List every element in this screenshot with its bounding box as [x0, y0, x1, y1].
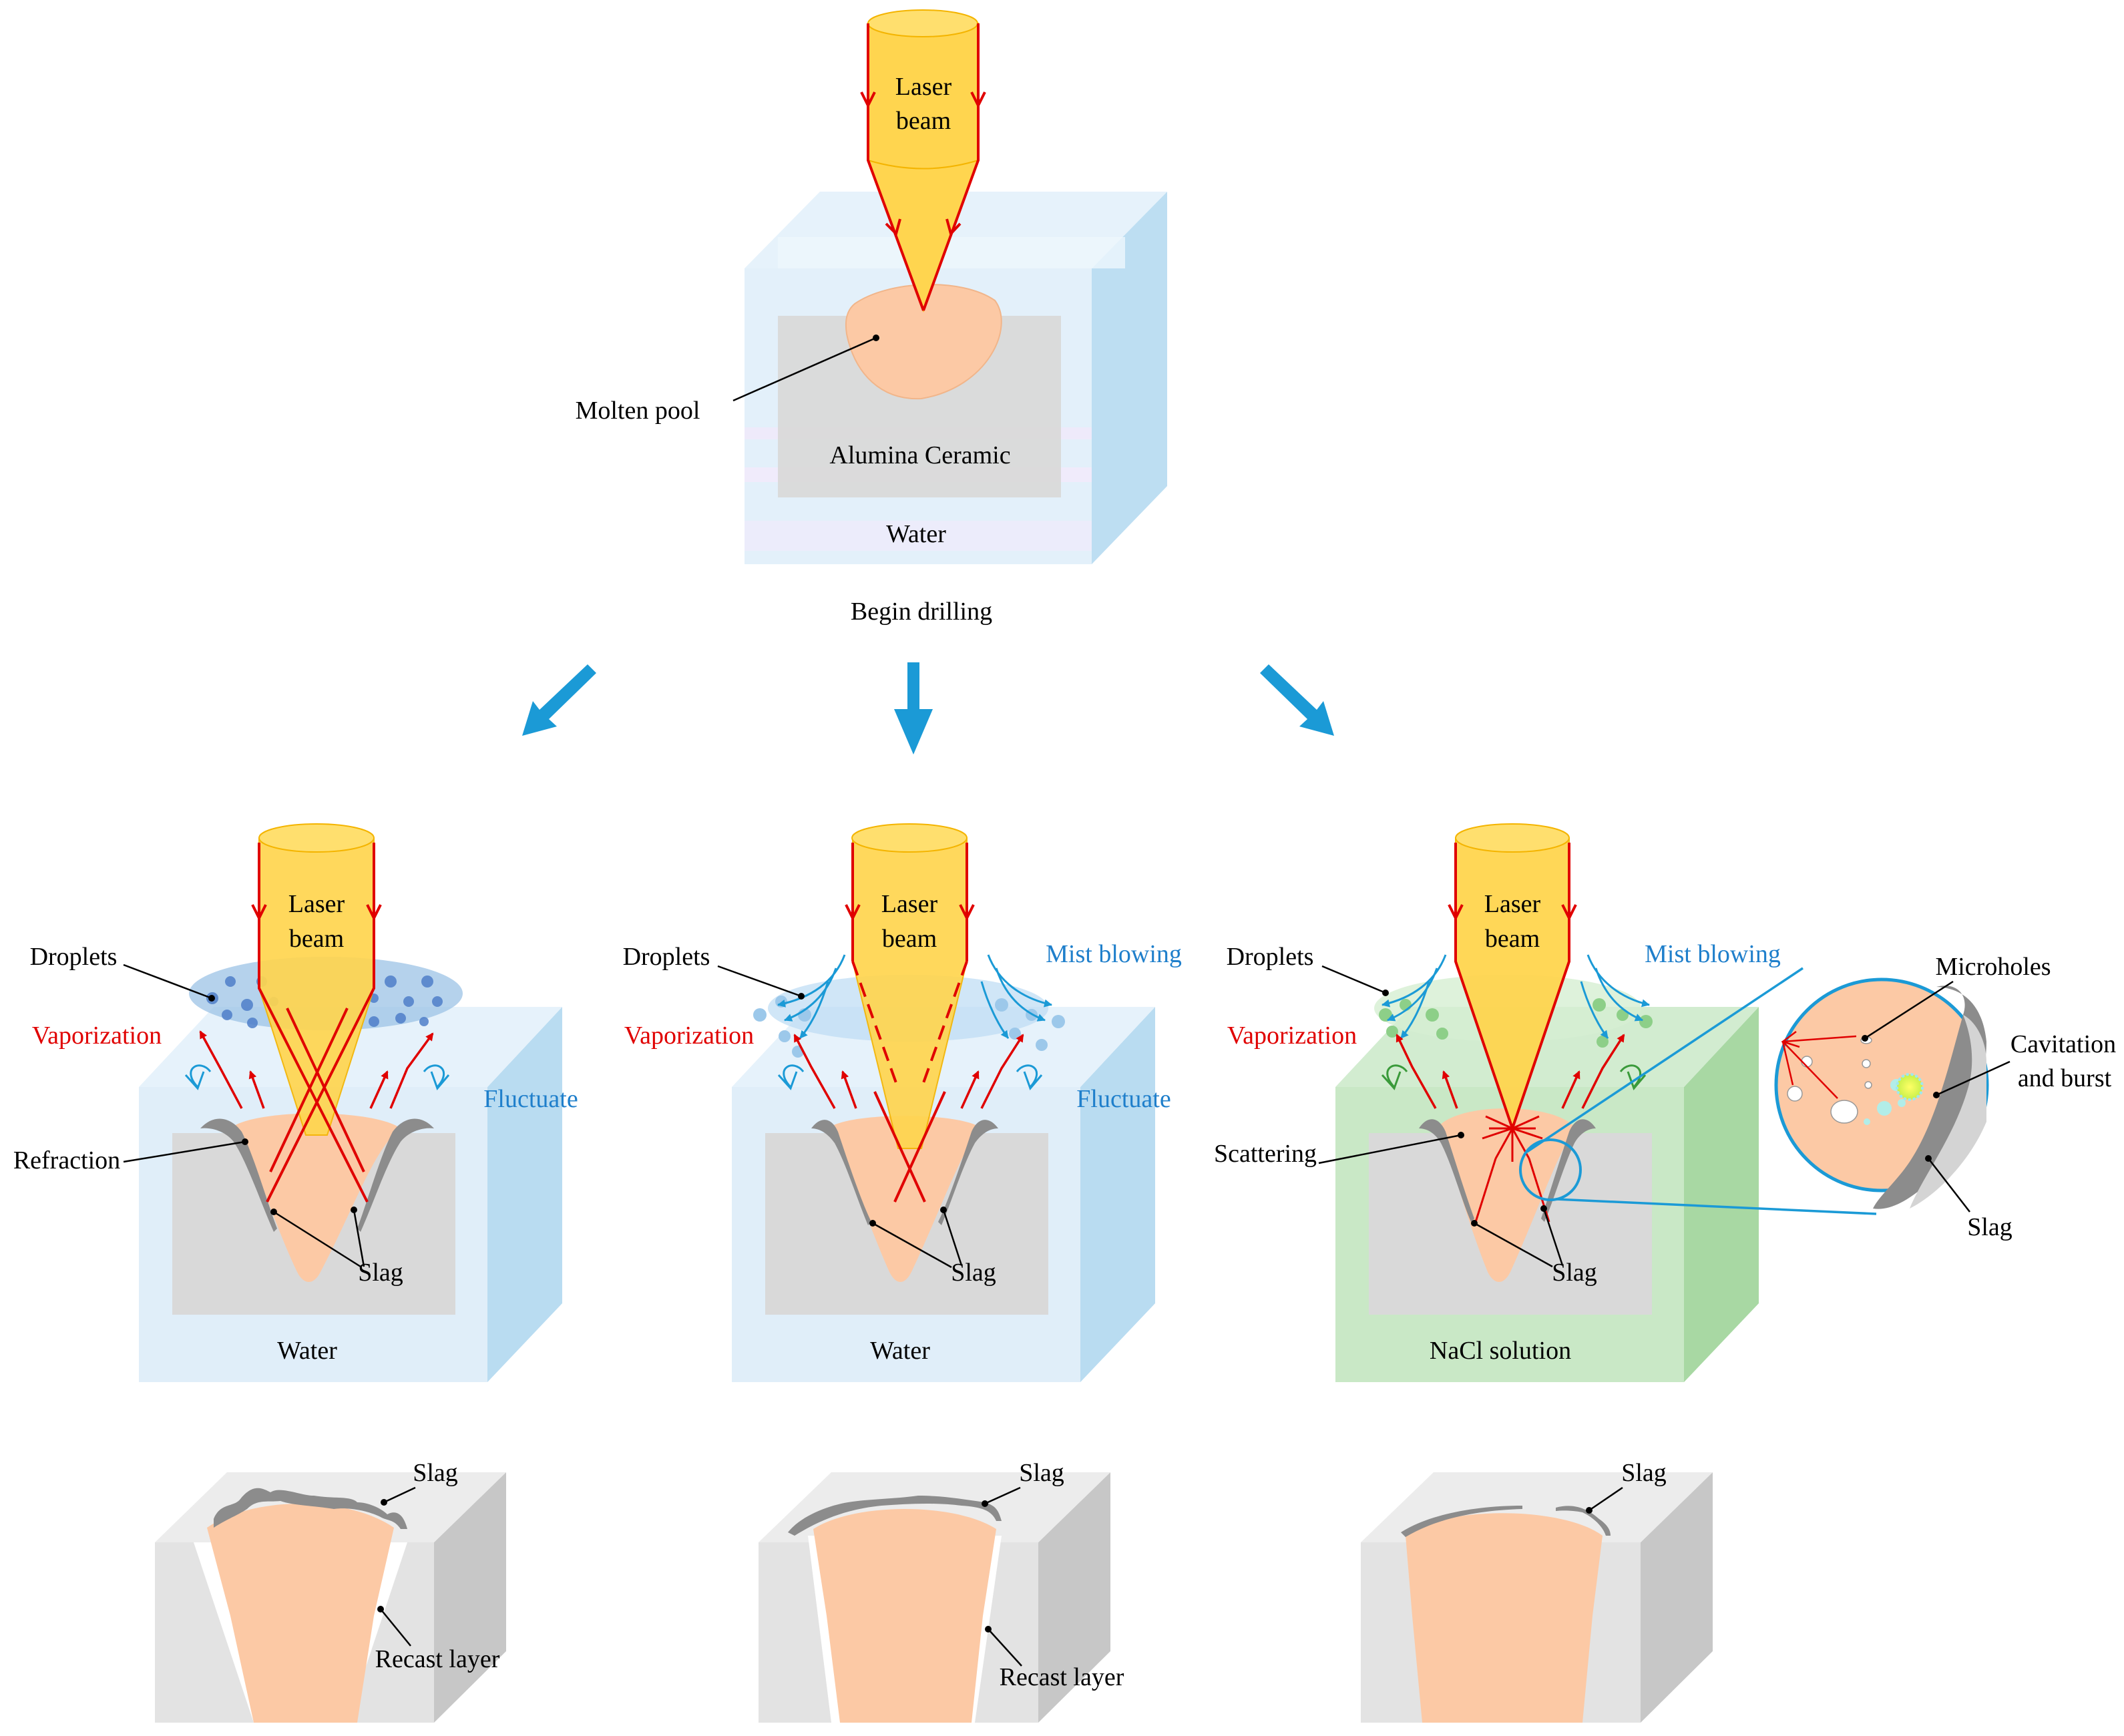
- panel-c-droplets-label: Droplets: [1227, 943, 1314, 971]
- panel-c-scattering-rays: [1474, 1115, 1550, 1223]
- section-a-molten: [207, 1504, 394, 1723]
- panel-a-slag-label: Slag: [358, 1259, 403, 1287]
- arrow-to-panel-b: [894, 662, 933, 754]
- panel-a-refraction-label: Refraction: [13, 1146, 120, 1174]
- panel-a-fluctuate-label: Fluctuate: [483, 1085, 578, 1113]
- panel-c-mist-label: Mist blowing: [1645, 940, 1781, 968]
- arrow-to-panel-a: [522, 664, 596, 736]
- panel-b-fluctuate-label: Fluctuate: [1076, 1085, 1171, 1113]
- cavitation-burst-icon: [1896, 1073, 1924, 1101]
- panel-b-laser-label-2: beam: [882, 925, 937, 953]
- zoom-microholes-label: Microholes: [1935, 953, 2051, 981]
- top-molten-pool-label: Molten pool: [576, 397, 700, 425]
- top-caption: Begin drilling: [851, 598, 992, 626]
- top-laser-ray-left: [867, 23, 925, 311]
- panel-a-slag-right: [357, 1118, 434, 1232]
- panel-a-slag-left: [200, 1118, 277, 1232]
- panel-b-slag-right: [938, 1120, 998, 1225]
- section-c-slag-label: Slag: [1621, 1459, 1667, 1487]
- section-c: Slag: [1361, 1459, 1713, 1723]
- section-b-recast-label: Recast layer: [1000, 1663, 1124, 1691]
- panel-c-slag-left: [1419, 1119, 1474, 1222]
- panel-c-medium-label: NaCl solution: [1430, 1337, 1571, 1365]
- panel-c: Laser beam: [1214, 823, 2116, 1382]
- panel-b-mist-label: Mist blowing: [1046, 940, 1182, 968]
- arrow-to-panel-c: [1260, 664, 1334, 736]
- top-laser-label-line1: Laser: [895, 73, 952, 101]
- panel-c-zoom-detail: [1774, 978, 1989, 1209]
- panel-a-laser-label-2: beam: [289, 925, 344, 953]
- section-a-slag-label: Slag: [413, 1459, 458, 1487]
- panel-c-slag-label: Slag: [1552, 1259, 1597, 1287]
- panel-b-vaporization-label: Vaporization: [624, 1022, 754, 1050]
- panel-c-molten-hole: [1437, 1108, 1576, 1282]
- panel-c-laser-label-2: beam: [1485, 925, 1540, 953]
- panel-b-laser-label-1: Laser: [881, 890, 938, 918]
- top-laser-label-line2: beam: [896, 107, 951, 135]
- panel-b-droplets-label: Droplets: [623, 943, 710, 971]
- top-water-label: Water: [886, 520, 946, 548]
- panel-c-scattering-label: Scattering: [1214, 1140, 1317, 1168]
- top-water-right-face: [1092, 192, 1167, 564]
- section-a: Slag Recast layer: [155, 1459, 506, 1723]
- panel-a-droplets-label: Droplets: [30, 943, 118, 971]
- zoom-cavitation-label-1: Cavitation: [2010, 1030, 2116, 1058]
- zoom-cavitation-label-2: and burst: [2018, 1064, 2112, 1092]
- panel-c-vaporization-label: Vaporization: [1227, 1022, 1357, 1050]
- panel-a-medium-label: Water: [277, 1337, 337, 1365]
- panel-a-vaporization-label: Vaporization: [32, 1022, 162, 1050]
- zoom-slag-label: Slag: [1967, 1213, 2012, 1241]
- panel-b-slag-label: Slag: [951, 1259, 996, 1287]
- section-b: Slag Recast layer: [759, 1459, 1124, 1723]
- top-laser-ray-right: [922, 23, 980, 311]
- section-c-molten: [1406, 1513, 1603, 1723]
- branch-arrows: [522, 662, 1334, 754]
- top-ceramic-label: Alumina Ceramic: [829, 441, 1010, 469]
- top-molten-pool: [845, 284, 1002, 400]
- panel-c-laser-label-1: Laser: [1484, 890, 1541, 918]
- panel-a-laser-label-1: Laser: [288, 890, 345, 918]
- panel-b-medium-label: Water: [870, 1337, 930, 1365]
- section-a-recast-label: Recast layer: [375, 1645, 500, 1673]
- top-diagram: Laser beam Molten pool Alumina Ceramic W…: [576, 9, 1167, 626]
- panel-a: Laser beam Droplets Vaporization Fluctua…: [13, 823, 578, 1382]
- panel-b: Laser beam Droplets Mist blowing Vaporiz…: [623, 823, 1182, 1382]
- panel-b-molten-hole: [828, 1116, 982, 1282]
- section-b-molten: [813, 1509, 996, 1723]
- panel-b-slag-left: [811, 1120, 871, 1225]
- panel-a-molten-hole: [230, 1113, 401, 1282]
- section-b-slag-label: Slag: [1019, 1459, 1064, 1487]
